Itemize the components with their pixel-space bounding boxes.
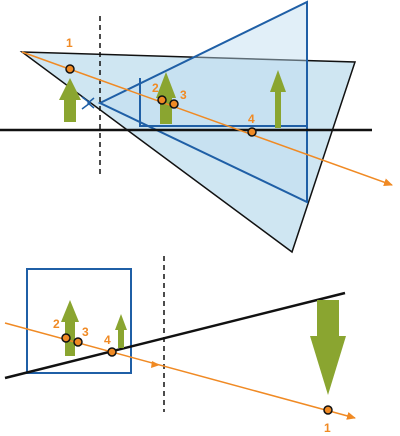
- label-4: 4: [248, 112, 255, 126]
- eye-icon: [81, 96, 95, 110]
- view-frustum: [19, 51, 357, 254]
- label-2: 2: [152, 81, 159, 95]
- projection-ray: [21, 51, 393, 187]
- label-4: 4: [104, 333, 111, 347]
- tree-icon: [310, 300, 346, 395]
- label-3: 3: [180, 88, 187, 102]
- label-1: 1: [324, 421, 331, 435]
- horizon-line: [4, 291, 346, 380]
- tree-icon: [59, 78, 81, 122]
- ray-point-2: [61, 333, 71, 343]
- ray-arrowhead: [151, 361, 160, 368]
- label-2: 2: [53, 317, 60, 331]
- ray-point-2: [157, 95, 167, 105]
- tree-icon: [61, 300, 79, 356]
- ray-point-1: [65, 64, 75, 74]
- bottom-view: 2 3 4 1: [4, 256, 356, 435]
- image-plane: [26, 268, 132, 374]
- ray-point-3: [169, 99, 179, 109]
- tree-icon: [270, 70, 286, 128]
- tree-icon: [115, 314, 127, 348]
- label-3: 3: [82, 325, 89, 339]
- ray-point-4: [247, 127, 257, 137]
- ray-point-4: [107, 347, 117, 357]
- top-view: 1 2 3 4: [0, 0, 393, 254]
- label-1: 1: [66, 36, 73, 50]
- ray-point-3: [73, 337, 83, 347]
- ray-point-1: [323, 405, 333, 415]
- camera-volume: [97, 0, 308, 204]
- projection-ray: [4, 322, 356, 420]
